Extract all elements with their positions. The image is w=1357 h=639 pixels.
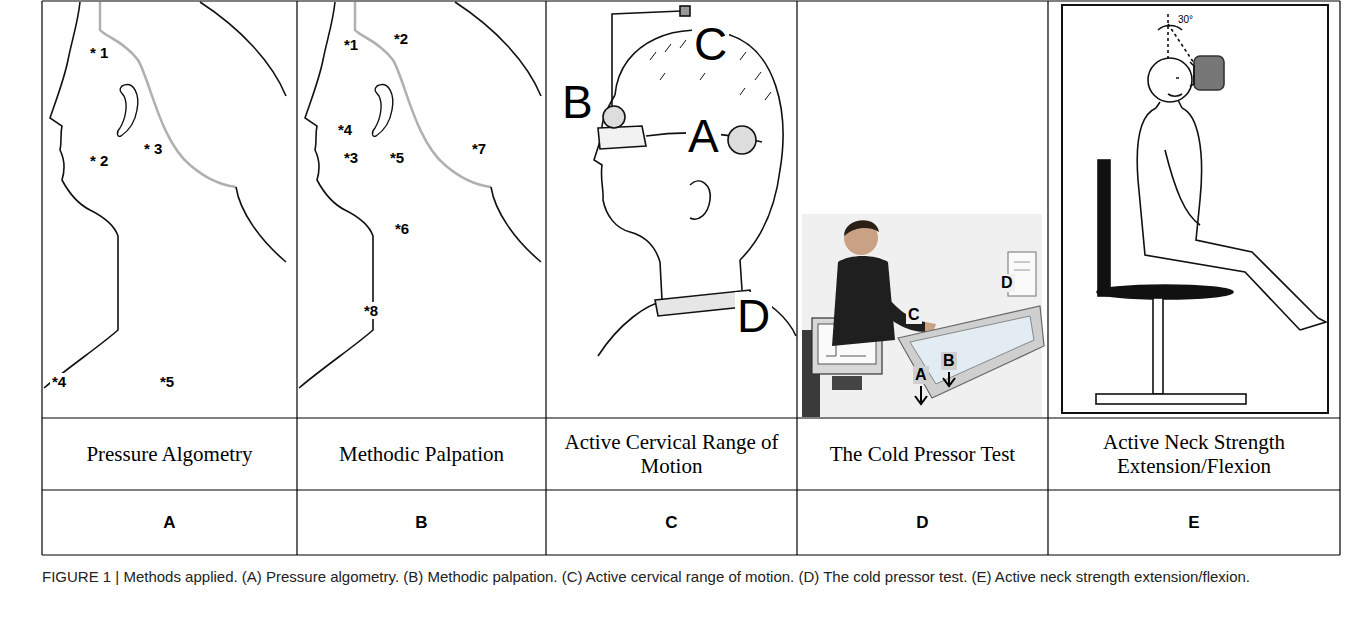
neck-strength-illustration-part <box>1153 298 1163 394</box>
head-profile-a-part <box>44 2 286 388</box>
neck-strength-illustration-part <box>1097 285 1233 299</box>
method-name-cell: Methodic Palpation <box>297 418 546 490</box>
panel-letter-cell: D <box>797 490 1048 555</box>
head-profile-b-part <box>299 2 541 388</box>
method-name: Methodic Palpation <box>339 442 504 466</box>
cold-pressor-photo-part <box>844 221 878 255</box>
cold-pressor-photo-part <box>832 376 862 390</box>
crom-illustration <box>594 6 796 356</box>
callout-letter: B <box>560 78 595 126</box>
table-grid-part <box>42 489 1340 490</box>
table-grid-part <box>41 1 42 555</box>
neck-strength-illustration-part <box>1168 78 1182 96</box>
crom-illustration-part <box>603 106 625 128</box>
figure-caption: FIGURE 1 | Methods applied. (A) Pressure… <box>42 566 1342 589</box>
panel-letter: B <box>415 513 427 533</box>
method-name-cell: Active Neck Strength Extension/Flexion <box>1048 418 1340 490</box>
callout-number: *8 <box>362 302 380 319</box>
callout-number: *4 <box>50 373 68 390</box>
method-name-cell: Pressure Algometry <box>42 418 297 490</box>
method-name: Active Cervical Range of Motion <box>556 430 787 478</box>
cold-pressor-photo-part <box>1014 262 1030 270</box>
callout-number: *3 <box>342 149 360 166</box>
angle-label: 30° <box>1176 14 1195 26</box>
table-grid-part <box>1047 1 1048 555</box>
neck-strength-illustration-part <box>1165 150 1200 225</box>
callout-number: *6 <box>393 220 411 237</box>
table-grid-part <box>545 1 546 555</box>
panel-letter: C <box>665 513 677 533</box>
cold-pressor-photo <box>802 214 1044 417</box>
head-profile-b <box>299 2 541 388</box>
cold-pressor-photo-part <box>910 316 1034 384</box>
callout-number: *2 <box>392 30 410 47</box>
neck-strength-illustration-part <box>1190 62 1194 86</box>
table-grid-part <box>1339 1 1340 555</box>
panel-letter-cell: C <box>546 490 797 555</box>
panel-letter: E <box>1188 513 1199 533</box>
crom-illustration-part <box>680 6 690 16</box>
panel-letter-cell: B <box>297 490 546 555</box>
neck-strength-illustration-part <box>1156 100 1182 108</box>
callout-letter: D <box>735 292 772 340</box>
callout-letter: B <box>941 352 957 370</box>
method-name-cell: Active Cervical Range of Motion <box>546 418 797 490</box>
crom-illustration-part <box>598 126 646 149</box>
callout-letter: D <box>999 274 1015 292</box>
callout-number: * 1 <box>88 44 110 61</box>
callout-number: *7 <box>470 140 488 157</box>
method-name: Active Neck Strength Extension/Flexion <box>1058 430 1330 478</box>
cold-pressor-photo-part <box>898 306 1044 398</box>
panel-letter-cell: A <box>42 490 297 555</box>
callout-letter: A <box>686 112 721 160</box>
method-name: Pressure Algometry <box>86 442 252 466</box>
neck-strength-illustration-part <box>1300 318 1326 330</box>
neck-strength-illustration <box>1062 5 1328 413</box>
cold-pressor-photo-part <box>844 220 879 236</box>
table-grid-part <box>296 1 297 555</box>
callout-number: * 3 <box>142 140 164 157</box>
table-grid-part <box>796 1 797 555</box>
head-profile-a <box>44 2 286 388</box>
callout-number: *1 <box>342 36 360 53</box>
panel-letter: D <box>916 513 928 533</box>
method-name: The Cold Pressor Test <box>830 442 1015 466</box>
panel-letter-cell: E <box>1048 490 1340 555</box>
callout-number: * 2 <box>88 152 110 169</box>
callout-letter: A <box>913 366 929 384</box>
crom-illustration-part <box>594 95 660 262</box>
crom-illustration-part <box>728 126 756 154</box>
callout-number: *5 <box>158 373 176 390</box>
table-grid-part <box>42 554 1340 555</box>
neck-strength-illustration-part <box>1098 160 1110 296</box>
method-name-cell: The Cold Pressor Test <box>797 418 1048 490</box>
callout-number: *4 <box>336 121 354 138</box>
callout-letter: C <box>692 20 729 68</box>
table-grid-part <box>42 0 1340 1</box>
neck-strength-illustration-part <box>1158 26 1182 31</box>
crom-illustration-part <box>612 11 682 106</box>
panel-letter: A <box>163 513 175 533</box>
table-grid-part <box>42 417 1340 418</box>
cold-pressor-photo-part <box>875 290 926 332</box>
callout-letter: C <box>906 306 922 324</box>
callout-number: *5 <box>388 149 406 166</box>
neck-strength-illustration-part <box>1062 5 1328 413</box>
crom-illustration-part <box>690 181 710 219</box>
neck-strength-illustration-part <box>1194 56 1224 90</box>
table-grid <box>42 1 1340 555</box>
neck-strength-illustration-part <box>1096 394 1246 404</box>
neck-strength-illustration-part <box>1148 58 1192 102</box>
neck-strength-illustration-part <box>1167 14 1169 58</box>
